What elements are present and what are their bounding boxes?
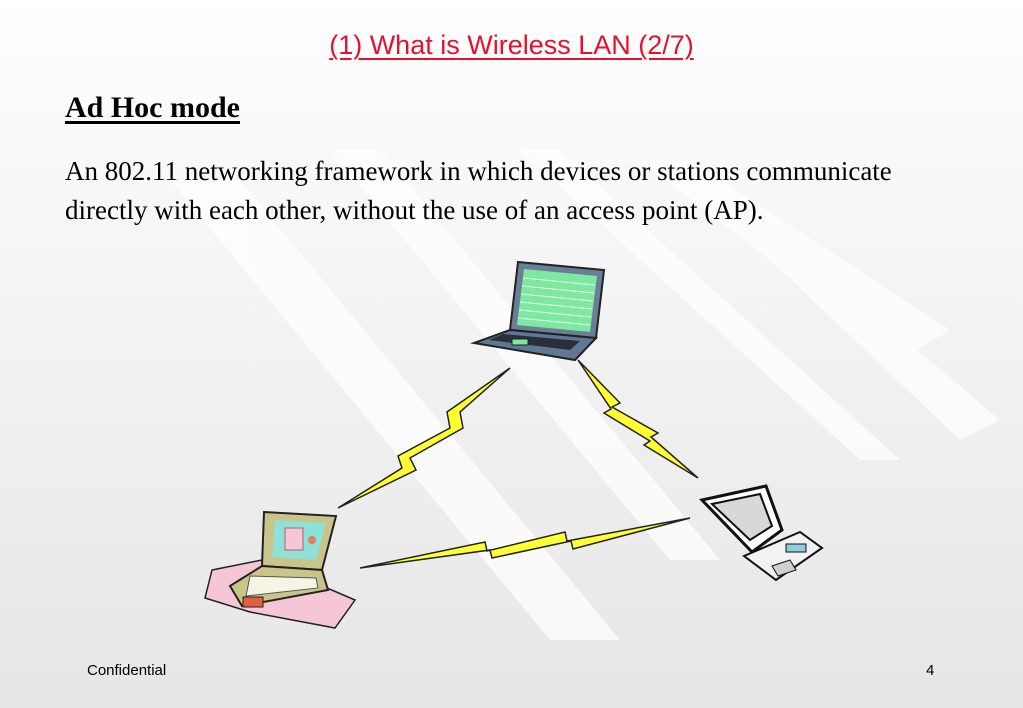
lightning-bolt-icon bbox=[359, 517, 691, 569]
ad-hoc-diagram bbox=[204, 260, 824, 629]
laptop-icon bbox=[470, 260, 606, 362]
footer-confidential: Confidential bbox=[87, 662, 167, 679]
slide-title: (1) What is Wireless LAN (2/7) bbox=[329, 30, 694, 60]
lightning-bolt-icon bbox=[337, 367, 511, 509]
notebook-computer-icon bbox=[204, 510, 357, 629]
page-number: 4 bbox=[926, 662, 935, 679]
body-paragraph: An 802.11 networking framework in which … bbox=[65, 156, 892, 225]
handheld-device-icon bbox=[699, 484, 824, 582]
section-heading: Ad Hoc mode bbox=[65, 91, 240, 124]
lightning-bolt-icon bbox=[577, 359, 699, 479]
